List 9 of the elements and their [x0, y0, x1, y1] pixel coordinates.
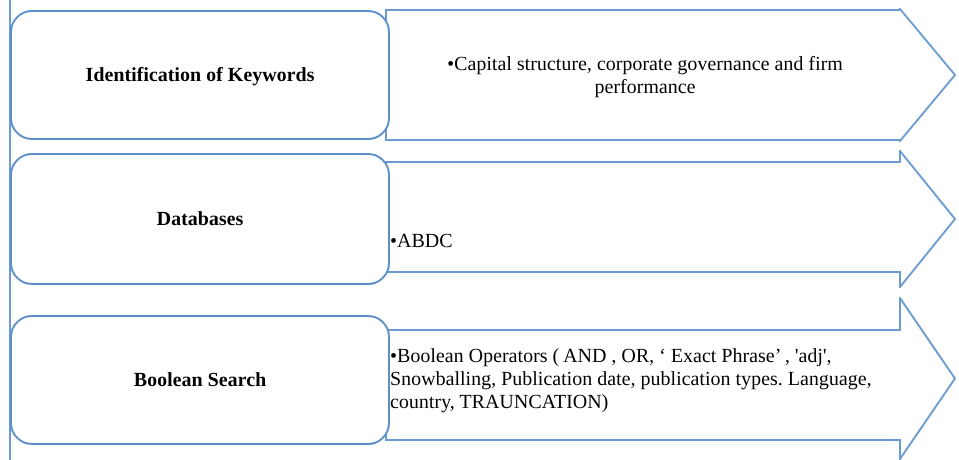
- bullet-text: •Capital structure, corporate governance and firm performance: [446, 53, 844, 99]
- box-label: Databases: [156, 208, 244, 230]
- rounded-box: [10, 10, 390, 140]
- box-label: Identification of Keywords: [86, 64, 314, 86]
- rounded-box: [10, 315, 390, 445]
- box-label: Boolean Search: [134, 368, 266, 392]
- bullet-text: •Boolean Operators ( AND , OR, ‘ Exact Phrase’ , 'adj', Snowballing, Publication date, publication types. Language, country, TRAUNCATION): [390, 345, 873, 414]
- rounded-box: [10, 153, 390, 285]
- bullet-text: •ABDC: [390, 230, 454, 253]
